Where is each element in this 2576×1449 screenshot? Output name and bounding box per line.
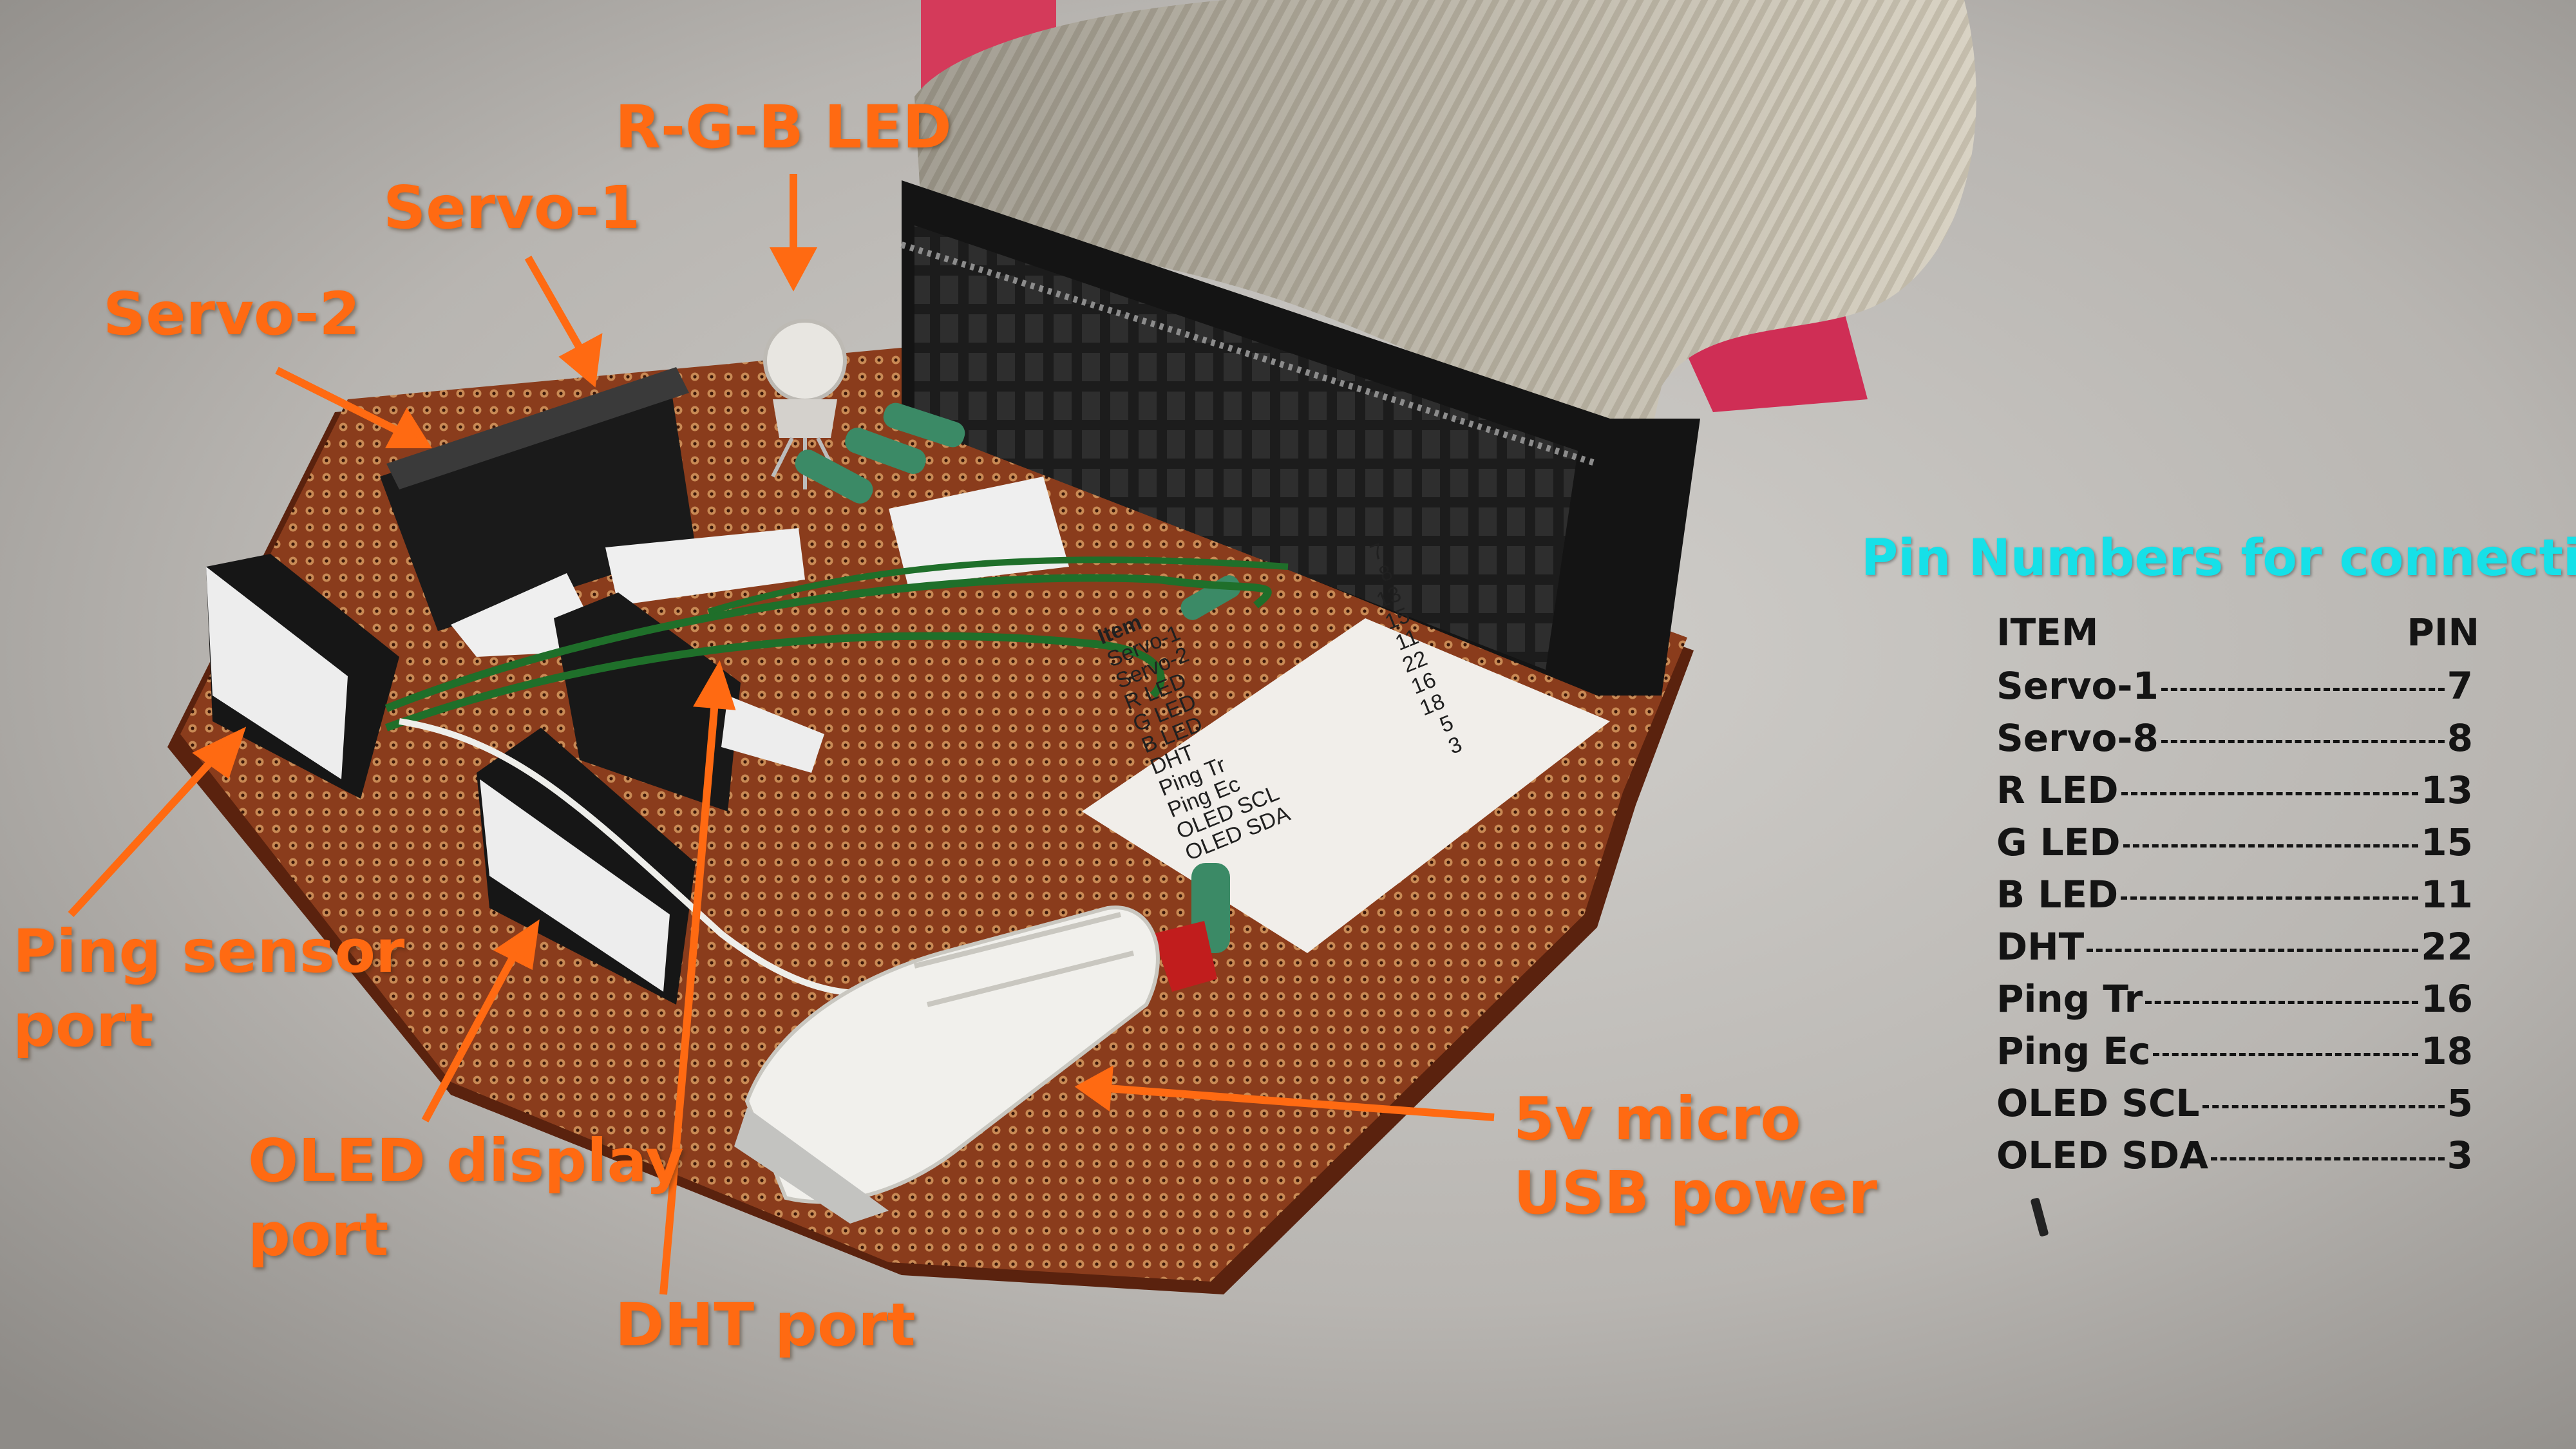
- pin-table-pin: 22: [2421, 924, 2473, 969]
- pin-table-item: Ping Tr: [1996, 976, 2143, 1021]
- pin-table-pin: 7: [2447, 663, 2473, 708]
- pin-table-item: Servo-8: [1996, 715, 2159, 760]
- pin-table-item: Ping Ec: [1996, 1028, 2151, 1073]
- callout-ping-line-2: port: [13, 991, 154, 1060]
- callout-usb-line-1: 5v micro: [1513, 1084, 1801, 1153]
- callout-oled-line-1: OLED display: [248, 1126, 684, 1195]
- pin-table-pin: 16: [2421, 976, 2473, 1021]
- pin-table-dash-leader: [2161, 688, 2445, 691]
- pin-table-dash-leader: [2121, 792, 2419, 795]
- callout-dht-text: DHT port: [615, 1291, 916, 1359]
- callout-servo-1-text: Servo-1: [383, 173, 641, 242]
- pin-table-item: OLED SDA: [1996, 1133, 2209, 1177]
- callout-servo-1: Servo-1: [383, 171, 640, 245]
- pin-table-dash-leader: [2121, 896, 2419, 900]
- pin-table-header: ITEM PIN: [1996, 605, 2479, 659]
- pin-table-item: B LED: [1996, 872, 2119, 916]
- callout-usb-line-2: USB power: [1513, 1159, 1877, 1227]
- pin-table-item: R LED: [1996, 768, 2119, 812]
- pin-table-row: B LED 11: [1996, 868, 2473, 920]
- callout-rgb-led: R-G-B LED: [615, 90, 952, 164]
- callout-servo-2: Servo-2: [103, 277, 360, 351]
- pin-table-pin: 13: [2421, 768, 2473, 812]
- pin-table-row: Servo-8 8: [1996, 712, 2473, 764]
- pin-table-title: Pin Numbers for connection: [1861, 529, 2576, 587]
- callout-rgb-led-text: R-G-B LED: [615, 93, 952, 162]
- pin-table-dash-leader: [2087, 949, 2419, 952]
- pin-table-dash-leader: [2202, 1105, 2445, 1108]
- pin-table-item: Servo-1: [1996, 663, 2159, 708]
- pin-table-row: R LED 13: [1996, 764, 2473, 816]
- pin-table-pin: 5: [2447, 1081, 2473, 1125]
- pin-table-dash-leader: [2211, 1157, 2445, 1160]
- pin-table-row: DHT 22: [1996, 920, 2473, 972]
- pin-table-dash-leader: [2161, 740, 2445, 743]
- pin-table-pin: 15: [2421, 820, 2473, 864]
- pin-table-item: G LED: [1996, 820, 2121, 864]
- pin-table-dash-leader: [2153, 1053, 2419, 1056]
- callout-usb-power: 5v micro USB power: [1513, 1082, 1877, 1230]
- callout-servo-2-text: Servo-2: [103, 279, 361, 348]
- callout-oled-line-2: port: [248, 1200, 389, 1269]
- pin-table-row: OLED SDA 3: [1996, 1129, 2473, 1181]
- pin-table-item: OLED SCL: [1996, 1081, 2200, 1125]
- pin-table-row: OLED SCL 5: [1996, 1077, 2473, 1129]
- callout-oled-display-port: OLED display port: [248, 1124, 684, 1272]
- pin-table-item: DHT: [1996, 924, 2085, 969]
- pin-table-row: Ping Ec 18: [1996, 1025, 2473, 1077]
- pin-table-row: Ping Tr 16: [1996, 972, 2473, 1025]
- pin-table-row: Servo-1 7: [1996, 659, 2473, 712]
- callout-arrows: [68, 174, 1495, 1295]
- pin-table-dash-leader: [2123, 844, 2419, 848]
- callout-ping-line-1: Ping sensor: [13, 917, 405, 986]
- pin-table-pin: 8: [2447, 715, 2473, 760]
- pin-table-pin: 11: [2421, 872, 2473, 916]
- board-label-pin: 3: [1444, 732, 1466, 759]
- callout-ping-sensor-port: Ping sensor port: [13, 914, 404, 1063]
- pin-table-row: G LED 15: [1996, 816, 2473, 868]
- pin-table-pin: 3: [2447, 1133, 2473, 1177]
- pin-table-header-pin: PIN: [2407, 611, 2479, 654]
- callout-dht-port: DHT port: [615, 1288, 916, 1362]
- pin-table-pin: 18: [2421, 1028, 2473, 1073]
- pin-table-header-item: ITEM: [1996, 611, 2099, 654]
- pin-table-dash-leader: [2145, 1001, 2419, 1004]
